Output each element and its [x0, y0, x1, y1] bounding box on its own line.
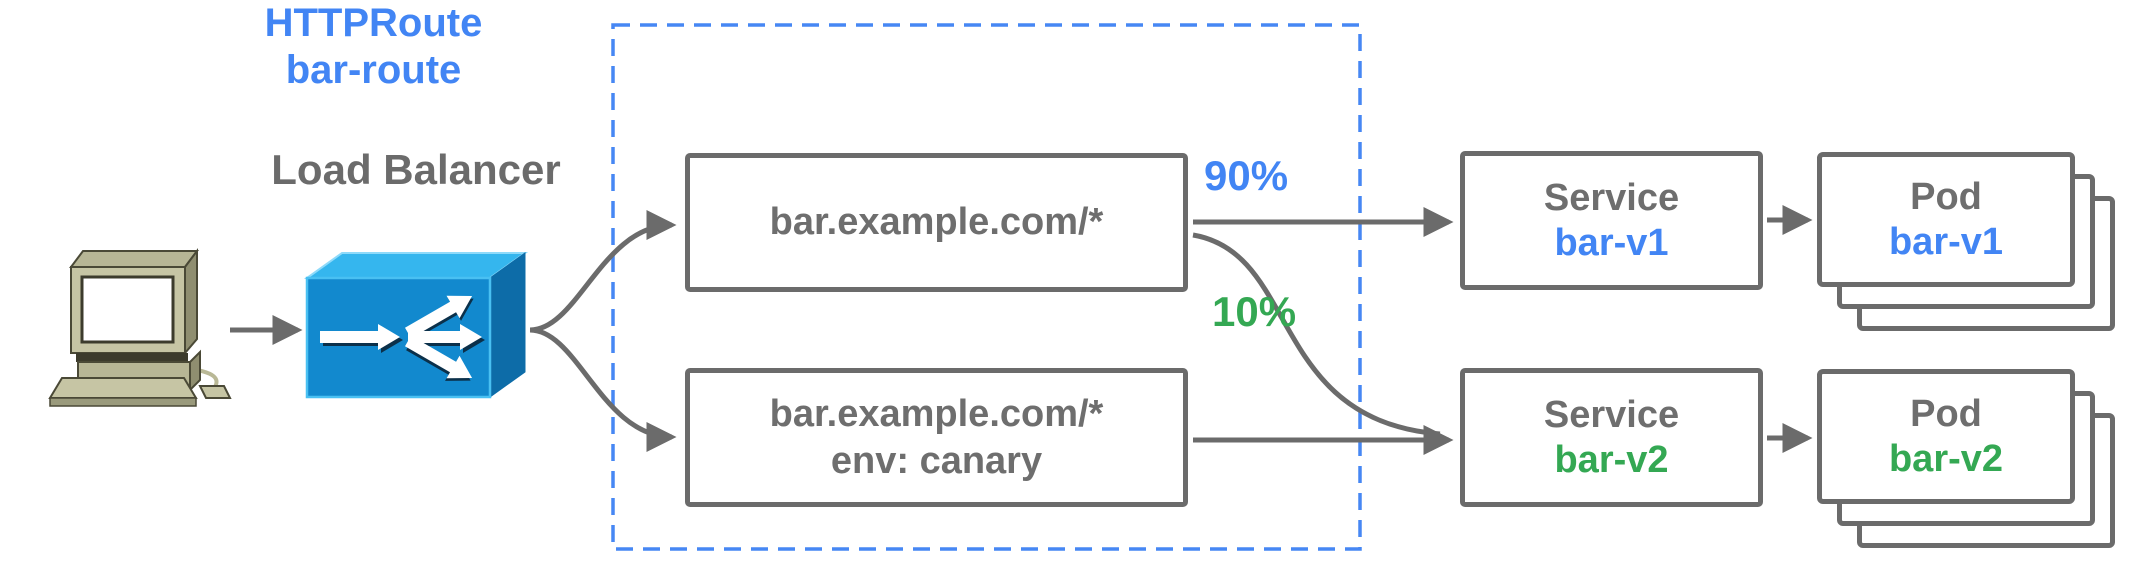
- lb-to-rule1-arrow: [529, 210, 677, 333]
- service-box-bar-v2: Service bar-v2: [1460, 368, 1763, 507]
- rule1-to-service2-curve: [1192, 232, 1441, 437]
- monitor-screen: [80, 275, 175, 344]
- base-side: [189, 349, 201, 393]
- keyboard-front: [49, 397, 197, 407]
- pod-card-bar-v1: Pod bar-v1: [1817, 152, 2075, 287]
- pod-stack-bar-v1: Pod bar-v1: [1817, 152, 2115, 331]
- lb-side-face: [489, 252, 526, 398]
- httproute-boundary-box: [611, 23, 1362, 551]
- pod-name-label: bar-v2: [1888, 437, 2004, 480]
- service-name-label: bar-v2: [1554, 438, 1669, 481]
- lb-split-arrows: [320, 295, 485, 381]
- pod-card-bar-v2: Pod bar-v2: [1817, 369, 2075, 504]
- rule-match-label: bar.example.com/*: [769, 201, 1104, 243]
- rule-box-default: bar.example.com/*: [685, 153, 1188, 292]
- httproute-title: HTTPRoute bar-route: [0, 0, 747, 94]
- load-balancer-icon: [303, 252, 529, 399]
- service-kind-label: Service: [1543, 176, 1680, 219]
- desktop-computer-icon: [48, 248, 232, 407]
- httproute-kind-label: HTTPRoute: [264, 1, 483, 45]
- service-name-label: bar-v1: [1554, 221, 1669, 264]
- monitor-top: [69, 250, 199, 268]
- load-balancer-label: Load Balancer: [271, 146, 561, 193]
- weight-label-10: 10%: [1212, 288, 1297, 335]
- service-kind-label: Service: [1543, 393, 1680, 436]
- rule-header-label: env: canary: [830, 439, 1043, 482]
- pod-kind-label: Pod: [1910, 392, 1982, 435]
- monitor-neck: [76, 353, 188, 362]
- lb-top-face: [303, 252, 529, 279]
- pod-stack-bar-v2: Pod bar-v2: [1817, 369, 2115, 548]
- service-box-bar-v1: Service bar-v1: [1460, 151, 1763, 290]
- keyboard-top: [48, 377, 198, 399]
- httproute-name-label: bar-route: [285, 48, 462, 92]
- rule-match-label: bar.example.com/*: [769, 392, 1104, 435]
- weight-label-90: 90%: [1204, 152, 1289, 199]
- pod-name-label: bar-v1: [1888, 220, 2004, 263]
- lb-to-rule2-arrow: [529, 327, 677, 452]
- pod-kind-label: Pod: [1910, 175, 1982, 218]
- rule-box-canary: bar.example.com/* env: canary: [685, 368, 1188, 507]
- mouse: [198, 385, 232, 399]
- monitor-side: [184, 248, 198, 356]
